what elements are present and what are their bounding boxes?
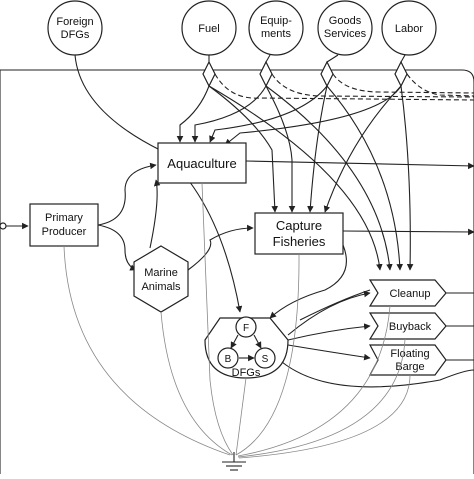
heatsink-marine [160, 311, 233, 456]
flow-dfgs-cleanup [287, 290, 371, 336]
flow-aquaculture-out [245, 160, 474, 170]
flow-goods-aquaculture [209, 85, 328, 143]
source-goods-services[interactable]: Goods Services [317, 0, 373, 56]
system-boundary [0, 69, 474, 474]
source-equipments-label-2: ments [261, 28, 291, 40]
flow-capture-dfgs [269, 244, 347, 319]
capture-fisheries-label-2: Fisheries [273, 234, 326, 249]
heatsink-cleanup [237, 305, 391, 457]
flow-fuel-capture [208, 85, 279, 213]
floating-barge-label-2: Barge [395, 361, 424, 373]
line-labor-diamond [400, 54, 406, 63]
dfg-s-circle [254, 347, 276, 369]
line-equip-diamond [265, 54, 271, 63]
source-labor-label: Labor [395, 23, 423, 35]
dfg-f-to-b [230, 334, 239, 349]
flow-dfgs-buyback [287, 323, 371, 341]
marine-animals-label-1: Marine [144, 267, 178, 279]
dfgs-label: DFGs [232, 367, 261, 379]
money-flow-fuel [214, 73, 474, 101]
flow-capture-out [342, 228, 474, 236]
flow-marine-capture [187, 224, 254, 271]
source-foreign-dfgs-label-2: DFGs [61, 29, 90, 41]
flow-equip-capture [265, 85, 296, 213]
source-equipments[interactable]: Equip- ments [248, 0, 304, 56]
dfg-b-circle [217, 347, 239, 369]
dfg-b-label: B [225, 354, 232, 365]
flow-labor-cleanup [400, 85, 414, 271]
heatsink-capture [235, 253, 300, 456]
flow-primary-aquaculture [97, 162, 157, 226]
price-diamond-labor [394, 60, 408, 88]
flow-goods-cleanup [326, 85, 404, 271]
capture-fisheries-label-1: Capture [276, 218, 322, 233]
heatsink-primary [63, 245, 231, 456]
flow-labor-aquaculture [224, 85, 402, 146]
price-diamond-goods [320, 60, 334, 88]
source-inflow-circle [0, 222, 7, 230]
flow-fuel-cleanup [208, 85, 383, 271]
heatsink-dfgs [235, 377, 247, 456]
cleanup-label: Cleanup [390, 288, 431, 300]
source-foreign-dfgs[interactable]: Foreign DFGs [47, 0, 103, 56]
source-goods-services-label-1: Goods [329, 15, 362, 27]
feedback-cleanup [299, 289, 371, 321]
source-foreign-dfgs-label-1: Foreign [56, 16, 93, 28]
heat-sink-icon [222, 452, 246, 471]
flow-equip-aquaculture [191, 85, 267, 143]
marine-animals-label-2: Animals [141, 281, 181, 293]
flow-dfgs-barge [287, 344, 371, 361]
node-capture-fisheries[interactable]: Capture Fisheries [254, 212, 344, 255]
aquaculture-label: Aquaculture [167, 156, 236, 171]
dfg-f-to-s [253, 334, 262, 349]
flow-equip-cleanup [265, 85, 393, 271]
primary-producer-label-2: Producer [42, 226, 87, 238]
node-marine-animals[interactable]: Marine Animals [133, 245, 189, 313]
buyback-label: Buyback [389, 321, 432, 333]
source-equipments-label-1: Equip- [260, 15, 292, 27]
source-fuel-label: Fuel [198, 23, 219, 35]
dfg-f-circle [235, 316, 257, 338]
node-buyback[interactable]: Buyback [368, 312, 447, 340]
line-goods-diamond [326, 54, 339, 63]
flow-fuel-aquaculture [176, 85, 210, 143]
dfg-s-label: S [262, 354, 269, 365]
node-cleanup[interactable]: Cleanup [368, 279, 447, 307]
money-flow-equip [271, 73, 474, 98]
heatsink-aquaculture [201, 182, 234, 456]
node-dfgs[interactable]: F B S DFGs [204, 316, 289, 379]
source-fuel[interactable]: Fuel [181, 0, 237, 56]
flow-dfgs-out [281, 361, 474, 388]
heatsink-barge [238, 374, 411, 459]
node-floating-barge[interactable]: Floating Barge [369, 344, 447, 376]
node-aquaculture[interactable]: Aquaculture [157, 142, 247, 184]
dfg-f-label: F [243, 323, 249, 334]
heatsink-buyback [237, 338, 406, 458]
flow-primary-marine [97, 224, 137, 271]
node-primary-producer[interactable]: Primary Producer [29, 203, 99, 247]
source-labor[interactable]: Labor [381, 0, 437, 56]
source-goods-services-label-2: Services [324, 28, 367, 40]
primary-producer-label-1: Primary [45, 212, 83, 224]
floating-barge-label-1: Floating [390, 348, 429, 360]
money-flow-labor [406, 73, 474, 97]
flow-labor-capture [323, 85, 402, 213]
flow-marine-aquaculture [149, 179, 161, 249]
price-diamond-equipments [259, 60, 273, 88]
price-diamond-fuel [202, 60, 216, 88]
flow-goods-capture [307, 85, 328, 213]
money-flow-goods [332, 73, 474, 94]
